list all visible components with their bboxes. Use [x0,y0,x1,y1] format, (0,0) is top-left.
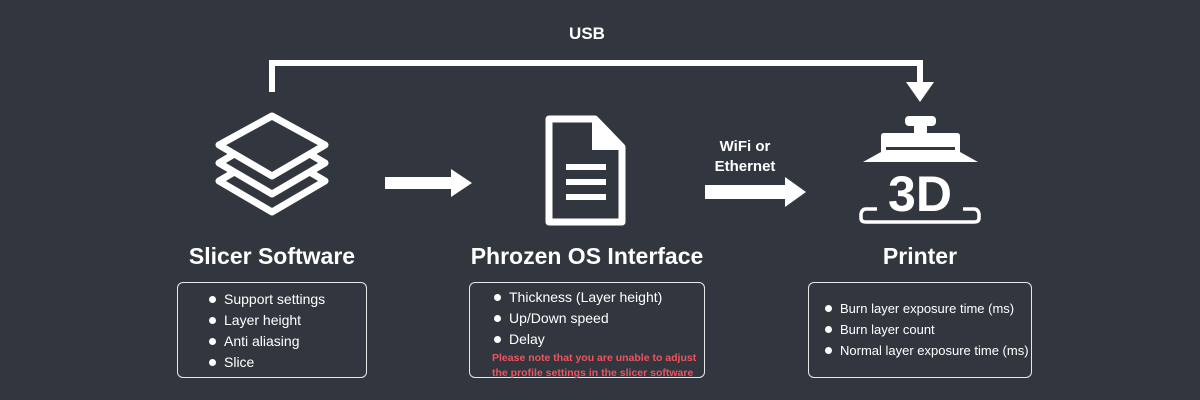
list-item: Support settings [207,289,366,310]
arrow-right-icon [705,177,806,207]
list-item: Slice [207,352,366,373]
list-item: Up/Down speed [492,308,704,329]
warning-note: Please note that you are unable to adjus… [492,351,704,381]
list-item: Burn layer exposure time (ms) [823,298,1031,319]
list-item: Normal layer exposure time (ms) [823,340,1031,361]
list-item: Anti aliasing [207,331,366,352]
3d-printer-icon: 3D [859,116,981,224]
printer-settings-box: Burn layer exposure time (ms) Burn layer… [808,282,1032,378]
list-item: Thickness (Layer height) [492,287,704,308]
printer-title: Printer [882,243,958,269]
document-icon [545,115,626,226]
usb-arrow-head [906,82,934,102]
arrow-right-icon [385,169,472,197]
layers-icon [215,112,329,216]
wifi-label-line1: WiFi or [719,138,771,155]
warning-note-line1: Please note that you are unable to adjus… [492,352,697,364]
list-item: Burn layer count [823,319,1031,340]
list-item: Layer height [207,310,366,331]
wifi-label-line2: Ethernet [714,158,776,175]
usb-label: USB [569,24,605,43]
3d-icon-text: 3D [888,166,952,222]
os-title: Phrozen OS Interface [470,243,704,269]
list-item: Delay [492,329,704,350]
os-settings-box: Thickness (Layer height) Up/Down speed D… [469,282,705,381]
slicer-settings-box: Support settings Layer height Anti alias… [177,282,367,378]
warning-note-line2: the profile settings in the slicer softw… [492,367,694,379]
slicer-title: Slicer Software [188,243,356,269]
usb-connector [269,60,923,92]
wifi-ethernet-label: WiFi or Ethernet [690,137,800,177]
